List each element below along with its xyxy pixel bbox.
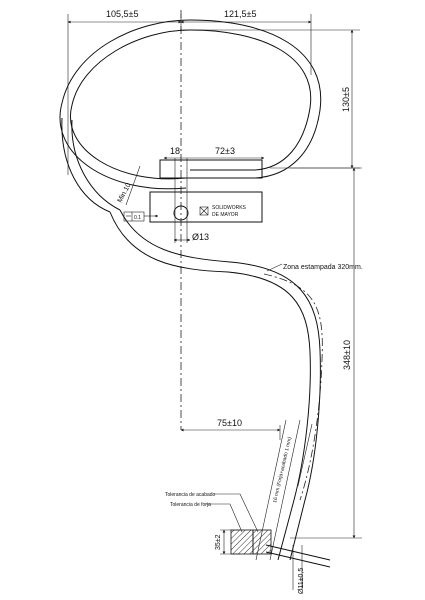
forging-tolerance-label: Tolerancia de forja xyxy=(170,502,211,508)
total-height-dimension: 348±10 xyxy=(270,167,362,539)
stamped-zone-label: Zona estampada 320mm. xyxy=(283,264,363,271)
spring-tine-outline xyxy=(59,19,323,561)
tip-thickness-dimension: Ø11±0,5 xyxy=(292,545,305,594)
plate-text-line2: DE MAYOR xyxy=(212,212,239,218)
flatness-tolerance: 0.1 xyxy=(123,211,159,222)
forging-section xyxy=(230,529,254,555)
finish-tolerance-label: Tolerancia de acabado xyxy=(165,492,216,498)
hole-circle xyxy=(173,205,189,221)
dim-flat-offset: 18 xyxy=(170,146,180,156)
dim-loop-height: 130±5 xyxy=(341,87,351,112)
dim-total-height: 348±10 xyxy=(342,340,352,370)
dim-top-right-width: 121,5±5 xyxy=(224,9,256,19)
base-offset-dimension: 75±10 xyxy=(180,418,281,440)
dim-flat-length: 72±3 xyxy=(215,146,235,156)
flatness-value: 0.1 xyxy=(134,215,141,221)
dim-base-offset: 75±10 xyxy=(217,418,242,428)
hole-dimension: Ø13 xyxy=(173,232,209,242)
finish-section xyxy=(252,529,272,555)
stamped-plate xyxy=(149,191,263,223)
tip-section: 35±2 xyxy=(215,529,331,568)
loop-height-dimension: 130±5 xyxy=(180,29,360,169)
top-dimensions: 105,5±5 121,5±5 xyxy=(67,9,312,175)
dim-top-left-width: 105,5±5 xyxy=(106,9,138,19)
flat-plate: SOLIDWORKS DE MAYOR xyxy=(149,158,263,243)
dim-tip-thickness: Ø11±0,5 xyxy=(298,568,305,594)
flat-dimensions: 18 72±3 xyxy=(163,146,265,160)
tolerance-notes: Tolerancia de acabado Tolerancia de forj… xyxy=(165,492,259,533)
dim-hole-diameter: Ø13 xyxy=(192,232,209,242)
dim-tip-height: 35±2 xyxy=(215,534,222,550)
stamped-zone-note: Zona estampada 320mm. xyxy=(266,263,363,272)
plate-text-line1: SOLIDWORKS xyxy=(212,205,247,211)
